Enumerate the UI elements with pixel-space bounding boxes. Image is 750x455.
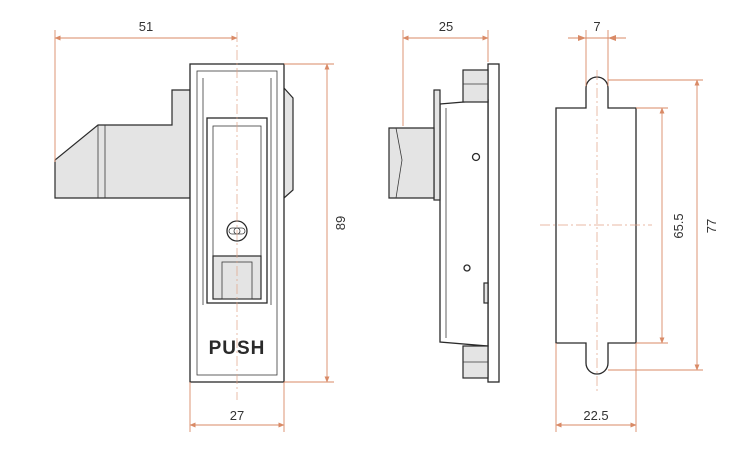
dim-arrow bbox=[608, 35, 616, 41]
dim-label-7: 7 bbox=[593, 19, 600, 34]
dim-label-25: 25 bbox=[439, 19, 453, 34]
body-side-bump bbox=[283, 86, 294, 200]
handle-lever bbox=[54, 89, 191, 199]
dim-label-22-5: 22.5 bbox=[583, 408, 608, 423]
cutout-outline bbox=[555, 76, 637, 375]
side-housing bbox=[439, 99, 489, 347]
side-latch-tab bbox=[483, 282, 489, 304]
dim-label-27: 27 bbox=[230, 408, 244, 423]
front-view: PUSH 51 27 89 bbox=[54, 19, 348, 432]
side-view: 25 bbox=[388, 19, 500, 383]
side-cam-face bbox=[395, 127, 403, 199]
dim-label-89: 89 bbox=[333, 216, 348, 230]
side-screw-hole bbox=[463, 264, 471, 272]
dim-arrow bbox=[578, 35, 586, 41]
side-lever-plate bbox=[433, 89, 441, 201]
back-view: 7 22.5 65.5 77 bbox=[540, 19, 719, 432]
dim-label-65-5: 65.5 bbox=[671, 213, 686, 238]
side-plate bbox=[487, 63, 500, 383]
side-screw-hole bbox=[471, 152, 481, 162]
push-label: PUSH bbox=[209, 338, 266, 359]
side-cam bbox=[388, 127, 435, 199]
dim-label-51: 51 bbox=[139, 19, 153, 34]
side-top-lug bbox=[462, 69, 489, 103]
dim-label-77: 77 bbox=[704, 219, 719, 233]
